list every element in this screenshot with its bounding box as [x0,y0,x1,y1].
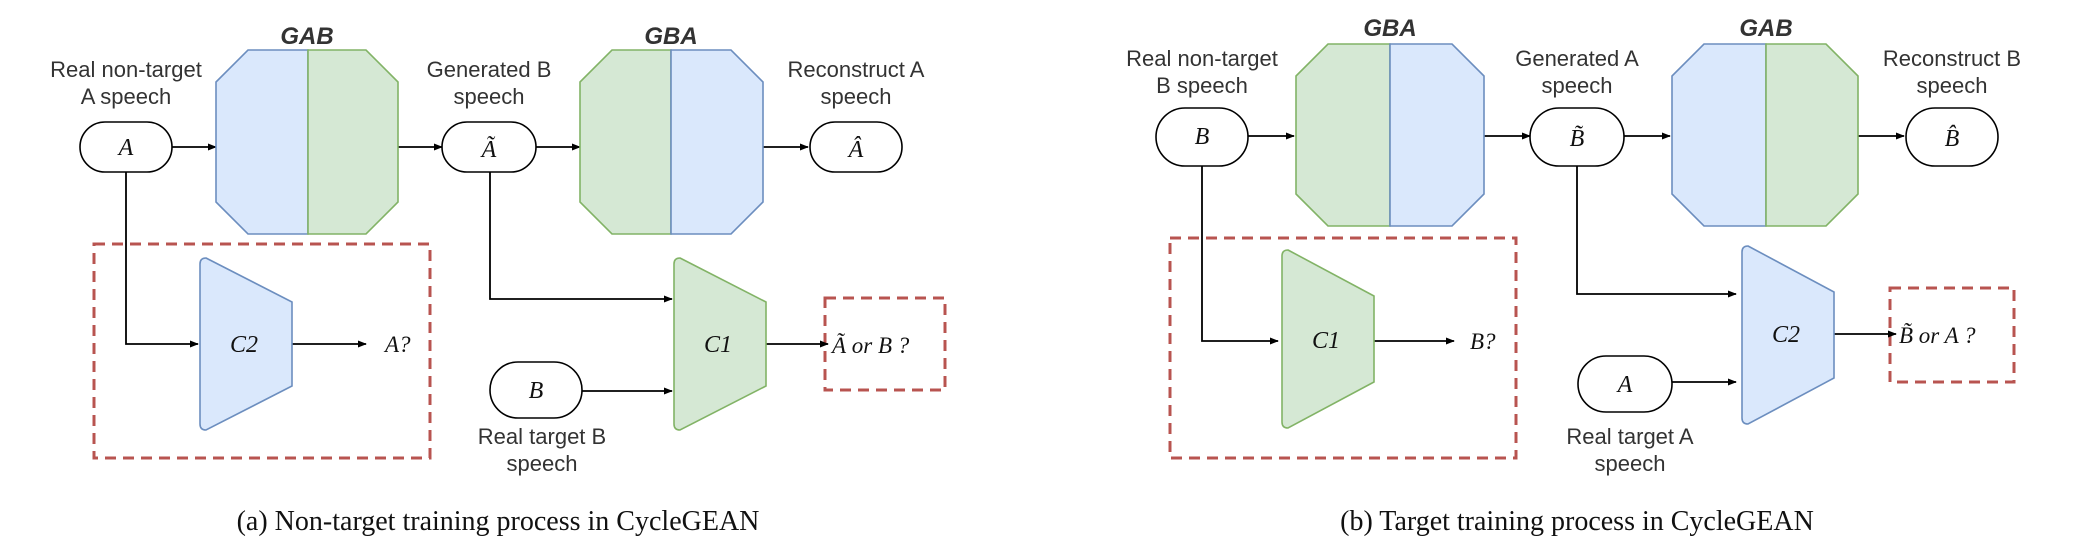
inner-discriminator-label: C1 [1312,328,1340,354]
generator-2 [1671,43,1859,227]
outer-discriminator-output: B̃ or A ? [1899,322,1976,348]
input-label-line-1: Real non-target [50,57,202,82]
mid-node-symbol: B̃ [1570,125,1585,152]
target-label-line-1: Real target A [1566,424,1694,449]
input-label-line-2: A speech [81,84,172,109]
arrow-input-to-inner-disc [1201,162,1279,345]
arrow-input-to-inner-disc [125,172,199,348]
panel-a-caption: (a) Non-target training process in Cycle… [237,506,760,537]
inner-discriminator [1281,249,1375,429]
generator-1-title: GBA [1363,15,1416,42]
input-label-line-1: Real non-target [1126,46,1278,71]
panel-b-caption: (b) Target training process in CycleGEAN [1340,506,1814,537]
mid-label-line-1: Generated B [427,57,552,82]
arrow-mid-to-outer-disc [489,172,673,303]
target-label-line-1: Real target B [478,424,606,449]
inner-discriminator-label: C2 [230,332,258,358]
output-node-symbol: Â [847,137,864,163]
outer-discriminator [1741,245,1835,425]
outer-discriminator-label: C1 [704,332,732,358]
target-node [489,361,583,419]
target-node [1577,355,1673,413]
mid-node [1529,107,1625,167]
output-label-line-1: Reconstruct B [1883,46,2021,71]
arrow-mid-to-outer-disc [1576,162,1737,298]
panel-b: B B̃ B̂ A C1 C2 B? B̃ or A ? GBA GAB Rea… [1126,15,2021,537]
output-node [809,121,903,173]
outer-discriminator-label: C2 [1772,322,1800,348]
input-label-line-2: B speech [1156,73,1248,98]
input-node [1155,107,1249,167]
mid-label-line-1: Generated A [1515,46,1639,71]
input-node [79,121,173,173]
inner-discriminator-box [1168,236,1518,460]
generator-2-title: GBA [644,23,697,50]
target-label-line-2: speech [507,451,578,476]
output-label-line-1: Reconstruct A [788,57,925,82]
generator-1 [215,49,399,235]
generator-1 [1295,43,1485,227]
target-label-line-2: speech [1595,451,1666,476]
outer-discriminator [673,257,767,431]
target-node-symbol: A [1616,372,1633,398]
outer-discriminator-output: Ã or B ? [830,332,910,358]
output-label-line-2: speech [821,84,892,109]
output-label-line-2: speech [1917,73,1988,98]
target-node-symbol: B [529,378,544,404]
mid-label-line-2: speech [454,84,525,109]
generator-2 [579,49,764,235]
inner-discriminator-output: A? [383,332,411,357]
mid-label-line-2: speech [1542,73,1613,98]
output-node-symbol: B̂ [1945,125,1960,152]
output-node [1905,107,1999,167]
input-node-symbol: A [117,135,134,161]
inner-discriminator-box [92,242,432,460]
panel-a: A Ã Â B C2 C1 A? Ã or B ? GAB GBA Real n… [50,23,947,537]
inner-discriminator [199,257,293,431]
mid-node [441,121,537,173]
generator-2-title: GAB [1739,15,1792,42]
generator-1-title: GAB [280,23,333,50]
mid-node-symbol: Ã [480,136,497,163]
inner-discriminator-output: B? [1470,329,1496,354]
input-node-symbol: B [1195,124,1210,150]
